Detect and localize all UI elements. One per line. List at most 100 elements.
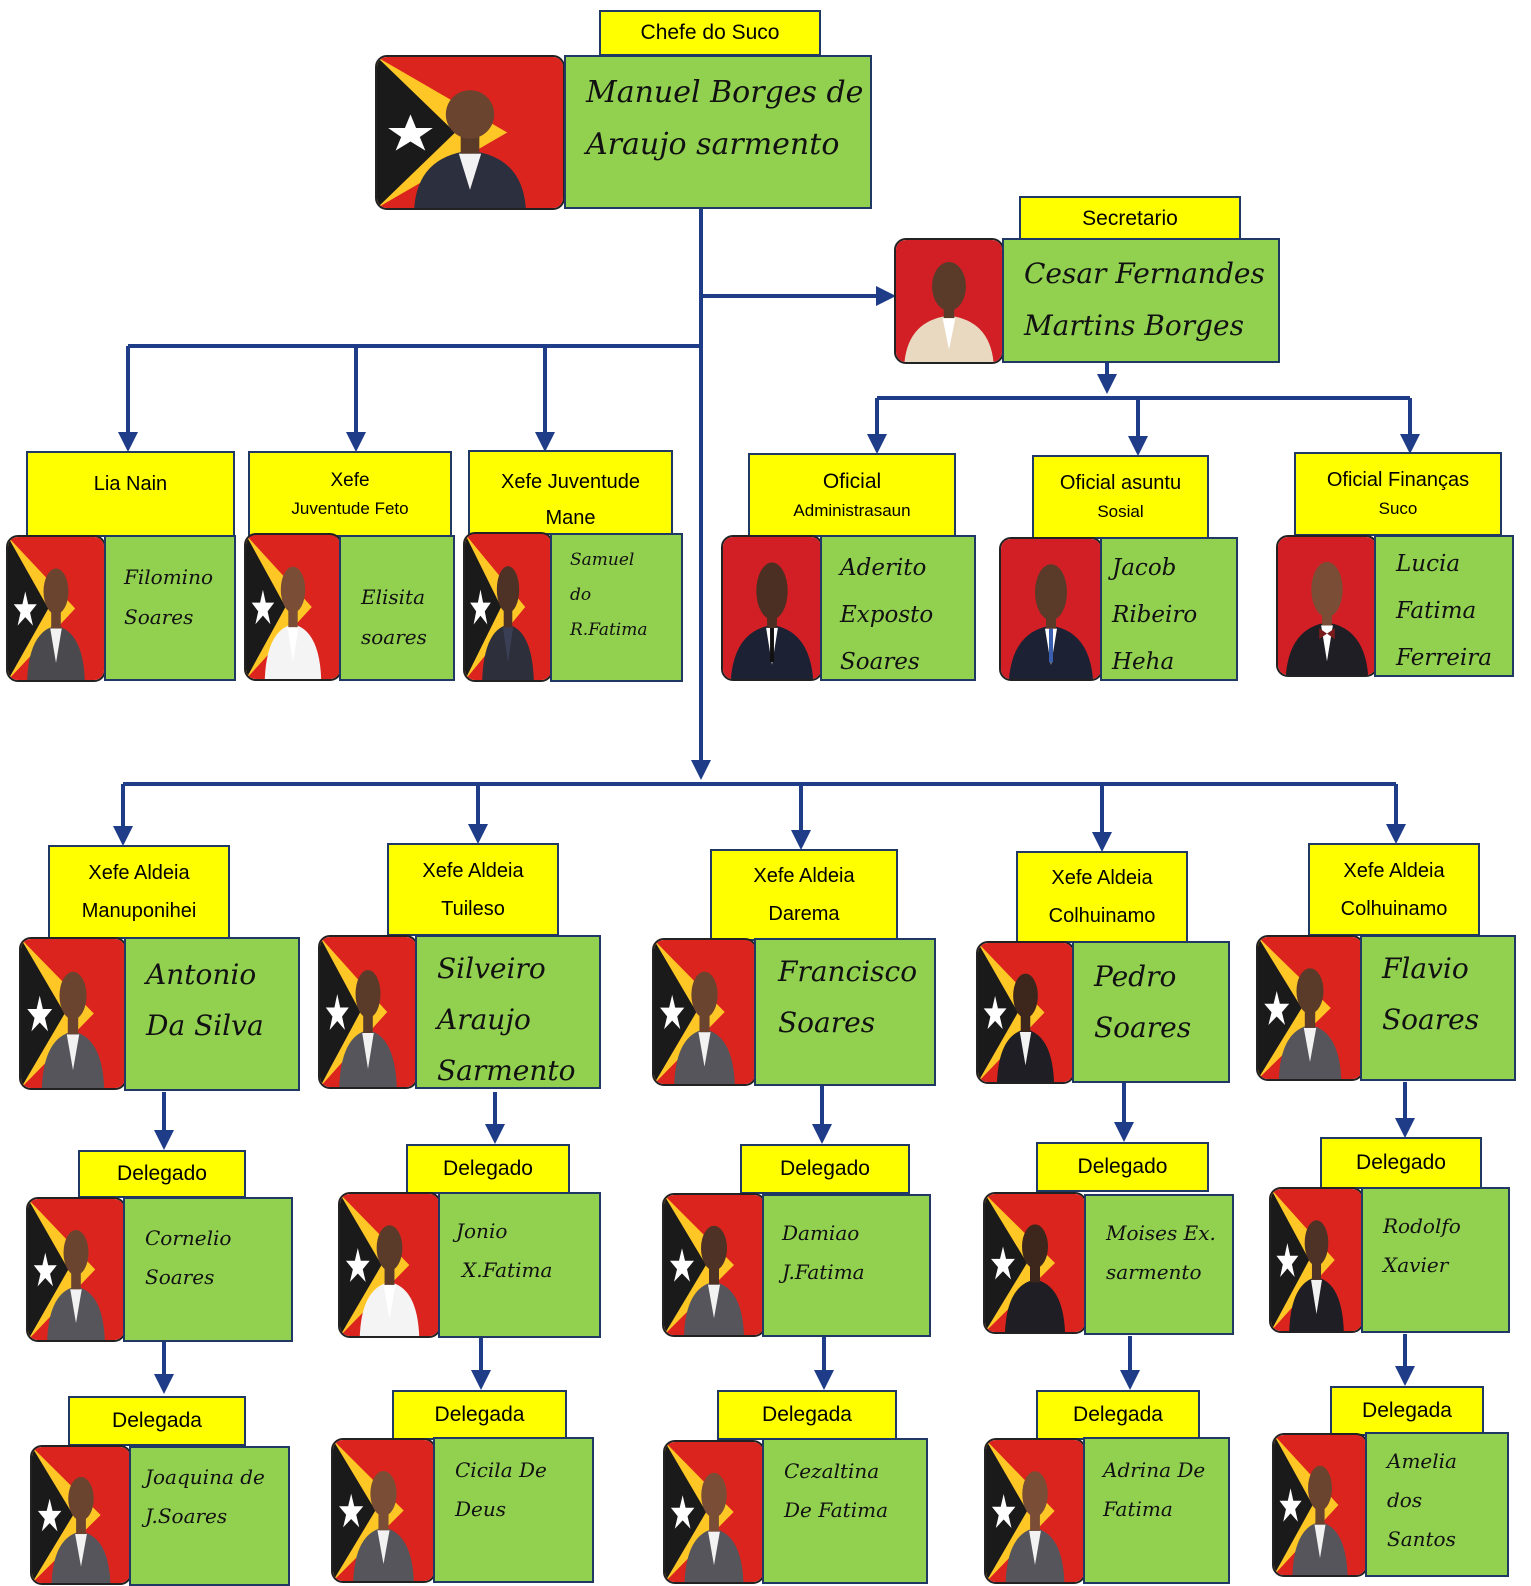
aldeia-4-delegado-name-line-2: sarmento (1106, 1260, 1202, 1284)
aldeia-3-role-line-1: Xefe Aldeia (753, 865, 855, 887)
aldeia-4-role-line-1: Xefe Aldeia (1051, 867, 1153, 889)
aldeia-3-delegado-photo (662, 1193, 766, 1337)
aldeia-2-delegada-role-label: Delegada (434, 1402, 525, 1426)
aldeia-1-delegada-photo (30, 1445, 132, 1585)
oficial-financas-name-line-2: Fatima (1396, 598, 1477, 624)
oficial-sosial-role-line-2: Sosial (1097, 502, 1144, 522)
aldeia-2-delegada-name-line-1: Cicila De (455, 1458, 547, 1482)
secretario-photo (894, 238, 1004, 364)
oficial-sosial-name-box: Jacob Ribeiro Heha (1100, 537, 1238, 681)
xefe-feto-name-line-2: soares (361, 625, 427, 649)
aldeia-1-delegada-role-box: Delegada (68, 1396, 246, 1446)
aldeia-4-delegada-role-box: Delegada (1036, 1390, 1200, 1440)
aldeia-2-delegado-name-line-2: X.Fatima (462, 1258, 553, 1282)
aldeia-5-delegada-name-line-2: dos (1387, 1488, 1423, 1512)
aldeia-4-delegado-role-box: Delegado (1036, 1142, 1209, 1192)
aldeia-2-delegado-photo (338, 1192, 441, 1338)
aldeia-5-delegada-role-label: Delegada (1362, 1398, 1452, 1422)
aldeia-2-name-line-2: Araujo (437, 1003, 531, 1036)
aldeia-4-name-box: Pedro Soares (1072, 941, 1230, 1083)
aldeia-5-photo (1256, 935, 1364, 1081)
secretario-role-box: Secretario (1019, 196, 1241, 242)
xefe-feto-role-line-1: Xefe (330, 470, 370, 492)
oficial-adm-name-line-3: Soares (840, 649, 920, 675)
oficial-adm-name-line-2: Exposto (840, 602, 934, 628)
aldeia-5-delegado-role-label: Delegado (1356, 1150, 1446, 1174)
oficial-adm-role-line-2: Administrasaun (793, 501, 911, 521)
aldeia-5-delegada-name-box: Amelia dos Santos (1365, 1432, 1509, 1577)
aldeia-2-role-box: Xefe Aldeia Tuileso (387, 843, 559, 936)
aldeia-4-delegada-photo (984, 1438, 1086, 1584)
oficial-adm-role-line-1: Oficial (822, 469, 882, 493)
xefe-feto-role-line-2: Juventude Feto (291, 498, 409, 518)
aldeia-1-delegado-photo (26, 1197, 126, 1342)
aldeia-1-name-line-2: Da Silva (146, 1009, 264, 1042)
aldeia-1-role-line-1: Xefe Aldeia (88, 862, 190, 884)
oficial-adm-name-box: Aderito Exposto Soares (820, 535, 976, 681)
lia-nain-name-line-2: Soares (124, 605, 194, 629)
xefe-mane-name-line-1: Samuel (570, 550, 635, 570)
aldeia-5-role-line-1: Xefe Aldeia (1343, 859, 1445, 882)
aldeia-2-delegado-name-line-1: Jonio (456, 1219, 508, 1243)
aldeia-2-name-line-1: Silveiro (437, 952, 546, 985)
aldeia-4-delegado-name-line-1: Moises Ex. (1106, 1221, 1216, 1245)
chefe-name-box: Manuel Borges de Araujo sarmento (564, 55, 872, 209)
aldeia-2-delegado-role-label: Delegado (443, 1156, 533, 1180)
chefe-name-line-1: Manuel Borges de (586, 75, 864, 110)
xefe-feto-name-box: Elisita soares (339, 535, 455, 681)
aldeia-5-delegado-name-box: Rodolfo Xavier (1361, 1187, 1510, 1333)
aldeia-2-name-box: Silveiro Araujo Sarmento (415, 935, 601, 1089)
aldeia-5-role-box: Xefe Aldeia Colhuinamo (1308, 843, 1480, 936)
aldeia-3-name-line-2: Soares (778, 1006, 876, 1039)
aldeia-4-delegado-role-label: Delegado (1077, 1154, 1168, 1178)
aldeia-4-delegada-name-line-1: Adrina De (1103, 1458, 1206, 1482)
aldeia-5-delegada-name-line-3: Santos (1387, 1527, 1456, 1551)
lia-nain-role-box: Lia Nain (26, 451, 235, 537)
xefe-mane-role-line-1: Xefe Juventude (501, 471, 640, 493)
oficial-sosial-role-box: Oficial asuntu Sosial (1032, 455, 1209, 539)
aldeia-4-name-line-1: Pedro (1094, 960, 1177, 993)
oficial-sosial-photo (999, 537, 1103, 681)
secretario-name-line-1: Cesar Fernandes (1024, 257, 1265, 290)
chefe-name-line-2: Araujo sarmento (586, 127, 840, 162)
aldeia-1-delegada-role-label: Delegada (112, 1408, 202, 1432)
aldeia-3-name-box: Francisco Soares (754, 938, 936, 1086)
aldeia-1-delegada-name-box: Joaquina de J.Soares (129, 1446, 290, 1586)
aldeia-4-role-box: Xefe Aldeia Colhuinamo (1016, 851, 1188, 943)
aldeia-1-delegado-name-box: Cornelio Soares (123, 1197, 293, 1342)
aldeia-1-delegado-name-line-2: Soares (145, 1265, 215, 1289)
aldeia-5-delegado-name-line-1: Rodolfo (1383, 1214, 1461, 1238)
aldeia-5-delegado-name-line-2: Xavier (1383, 1253, 1449, 1277)
aldeia-5-delegado-role-box: Delegado (1320, 1137, 1482, 1189)
secretario-name-box: Cesar Fernandes Martins Borges (1002, 238, 1280, 363)
chefe-role-box: Chefe do Suco (599, 10, 821, 56)
oficial-adm-photo (721, 535, 823, 681)
oficial-sosial-name-line-1: Jacob (1112, 555, 1177, 581)
aldeia-2-role-line-1: Xefe Aldeia (422, 859, 524, 882)
aldeia-3-delegado-role-label: Delegado (780, 1156, 870, 1180)
aldeia-3-photo (652, 938, 757, 1086)
aldeia-5-role-line-2: Colhuinamo (1340, 897, 1448, 920)
aldeia-4-role-line-2: Colhuinamo (1048, 905, 1156, 927)
aldeia-3-delegada-name-line-2: De Fatima (784, 1498, 888, 1522)
aldeia-1-role-line-2: Manuponihei (81, 900, 197, 922)
aldeia-4-delegado-photo (983, 1192, 1087, 1334)
aldeia-3-role-box: Xefe Aldeia Darema (710, 849, 898, 941)
aldeia-2-delegado-name-box: Jonio X.Fatima (438, 1192, 601, 1338)
aldeia-3-name-line-1: Francisco (778, 955, 918, 988)
aldeia-1-name-line-1: Antonio (146, 958, 257, 991)
aldeia-3-delegada-photo (663, 1440, 765, 1584)
oficial-financas-name-box: Lucia Fatima Ferreira (1374, 535, 1514, 677)
aldeia-3-delegada-name-box: Cezaltina De Fatima (762, 1438, 928, 1584)
xefe-mane-role-box: Xefe Juventude Mane (468, 450, 673, 535)
aldeia-2-delegada-name-box: Cicila De Deus (433, 1437, 594, 1583)
aldeia-4-delegado-name-box: Moises Ex. sarmento (1084, 1194, 1234, 1335)
aldeia-1-photo (19, 937, 127, 1090)
secretario-name-line-2: Martins Borges (1024, 309, 1244, 342)
oficial-financas-name-line-1: Lucia (1396, 551, 1461, 577)
aldeia-4-delegada-name-box: Adrina De Fatima (1083, 1437, 1230, 1584)
aldeia-2-name-line-3: Sarmento (437, 1054, 576, 1087)
xefe-mane-name-box: Samuel do R.Fatima (550, 533, 683, 682)
aldeia-3-delegado-name-line-2: J.Fatima (782, 1260, 865, 1284)
